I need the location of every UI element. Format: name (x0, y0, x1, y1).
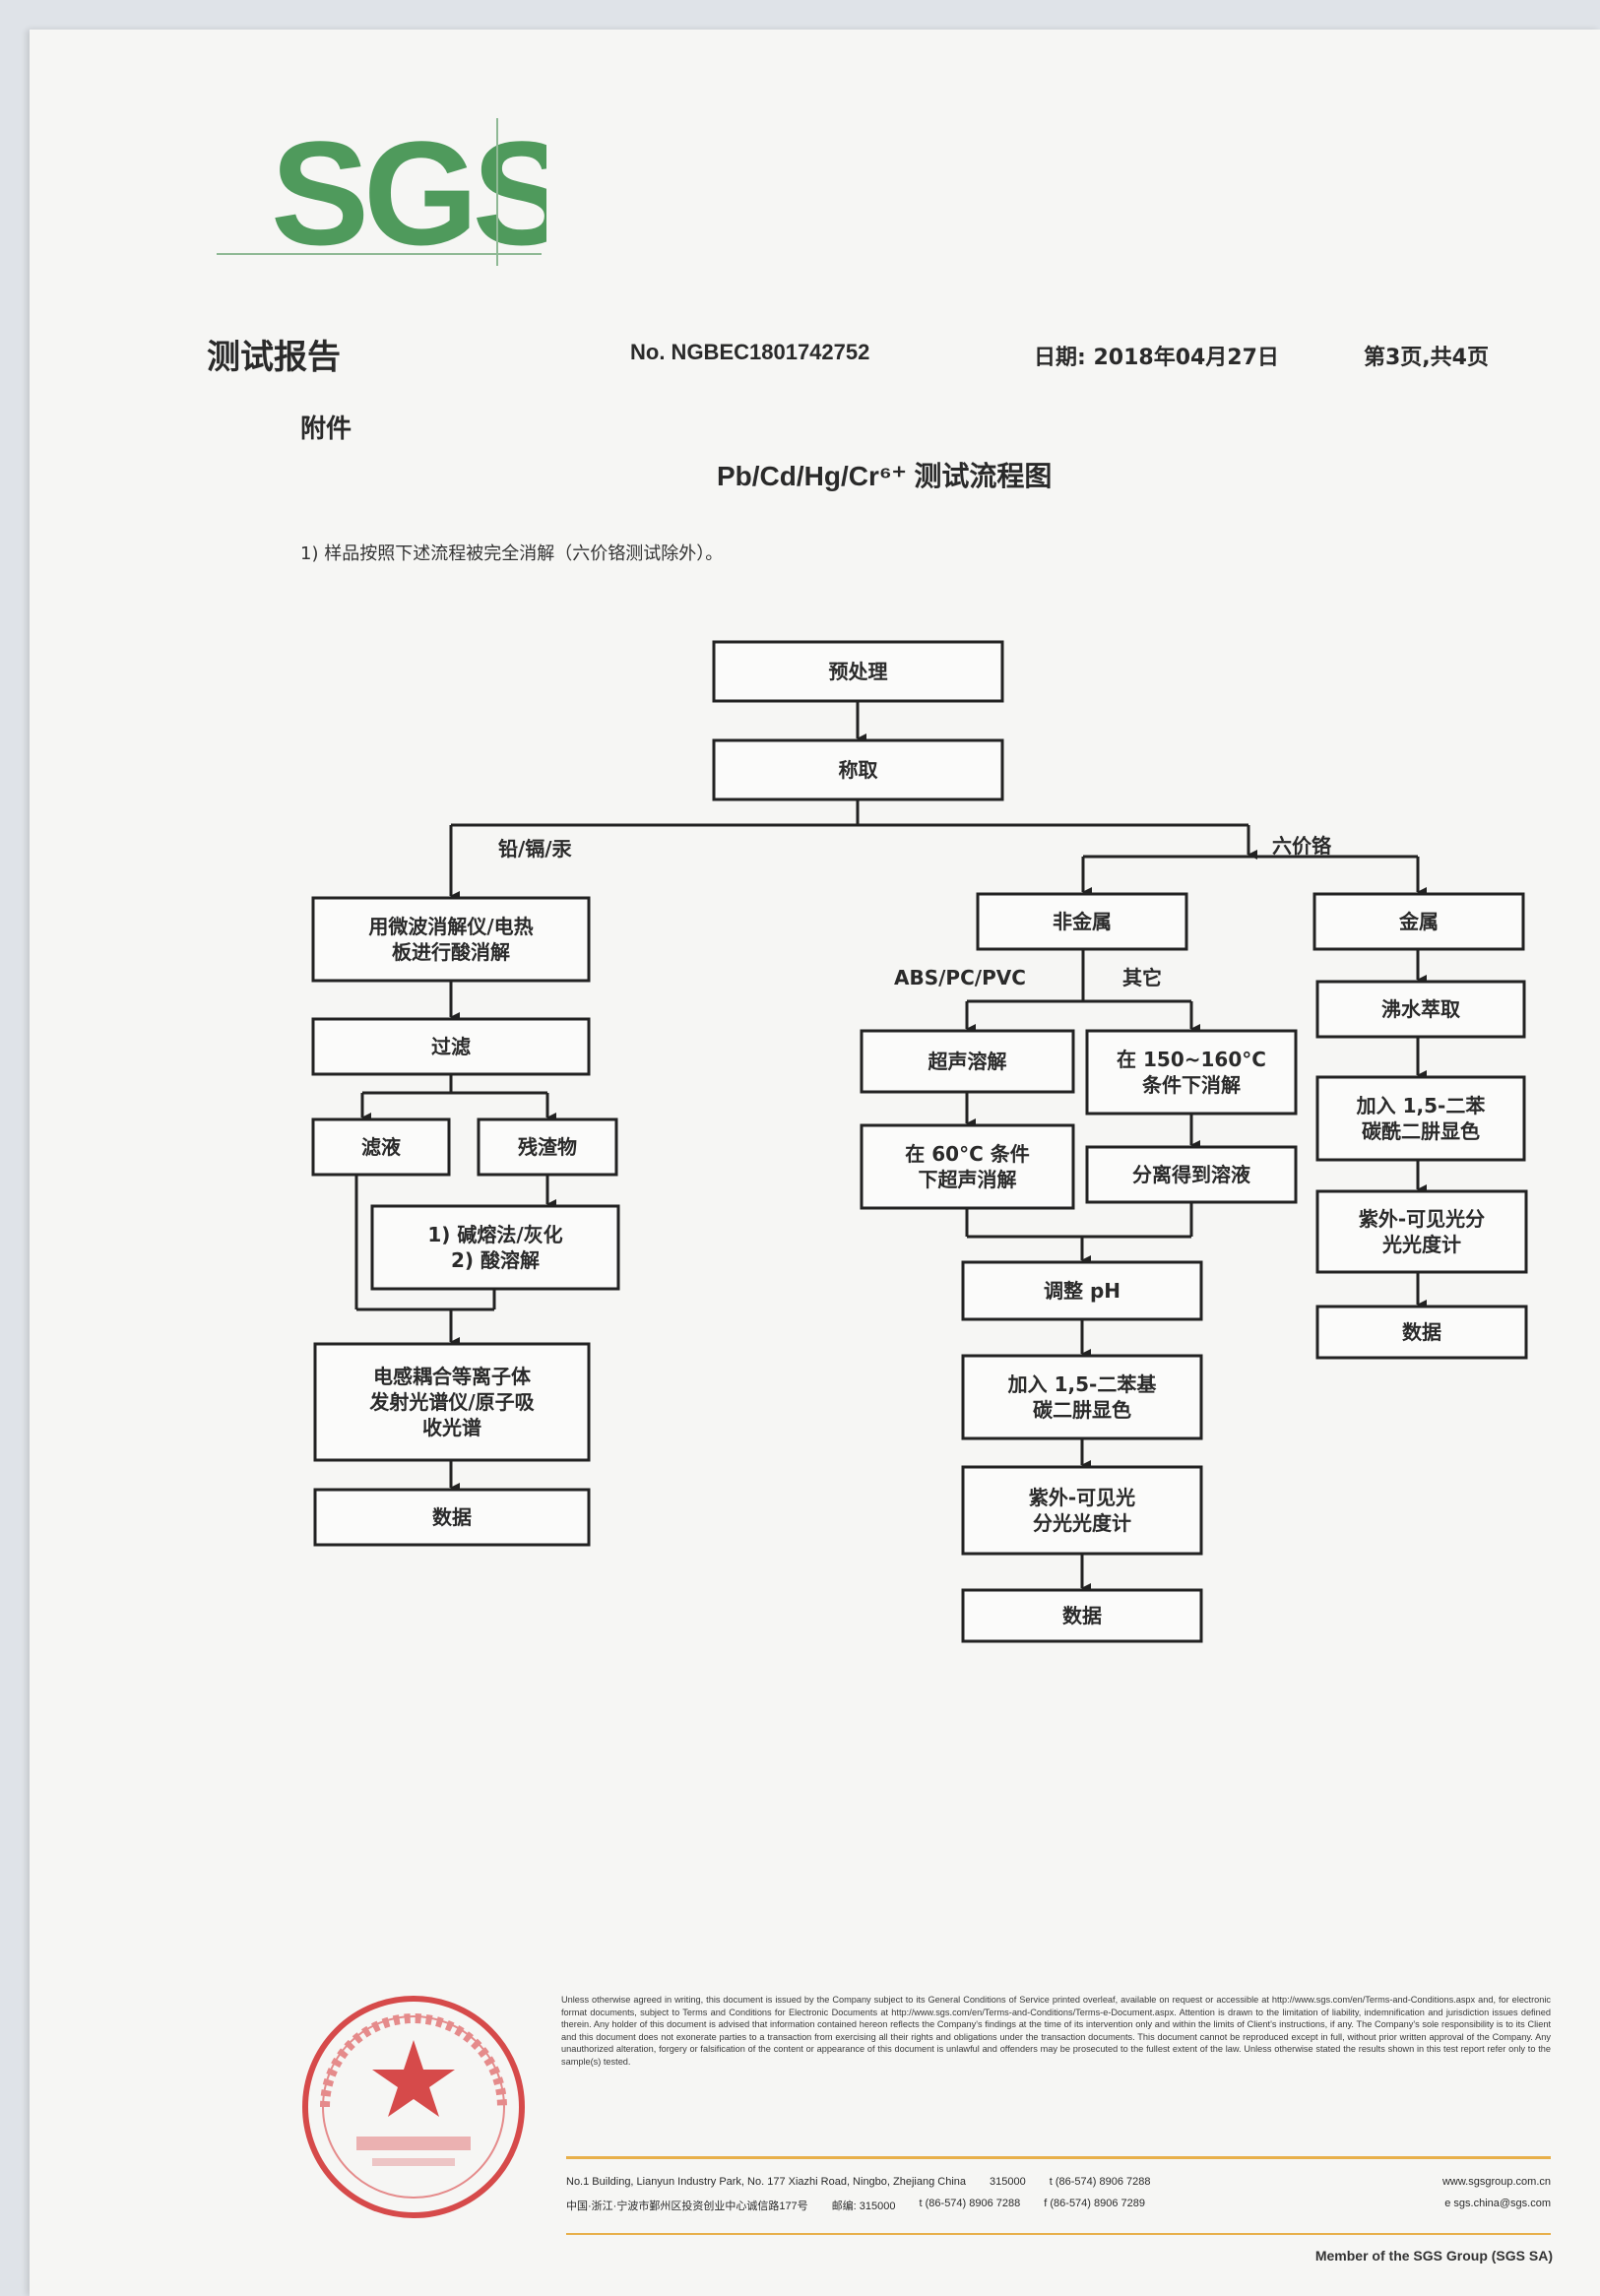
flow-node-text: 沸水萃取 (1381, 997, 1460, 1021)
branch-label-left: 铅/镉/汞 (498, 837, 573, 861)
flow-node-text: 过滤 (431, 1035, 471, 1058)
footer-line-en: No.1 Building, Lianyun Industry Park, No… (566, 2176, 1551, 2188)
member-line: Member of the SGS Group (SGS SA) (1314, 2248, 1553, 2264)
flow-node-text: 光光度计 (1381, 1233, 1461, 1256)
flow-node-text: 电感耦合等离子体 (373, 1365, 532, 1388)
flowchart-title: Pb/Cd/Hg/Cr⁶⁺ 测试流程图 (717, 461, 1053, 491)
flowchart-note: 1) 样品按照下述流程被完全消解（六价铬测试除外）。 (300, 543, 724, 564)
flow-node-ph: 调整 pH (961, 1260, 1203, 1321)
flow-node-text: 收光谱 (422, 1416, 481, 1439)
flow-node-text: 紫外-可见光 (1029, 1486, 1135, 1509)
flow-node-text: 数据 (432, 1505, 472, 1529)
flow-node-text: 预处理 (829, 660, 888, 683)
flow-node-text: 分光光度计 (1033, 1511, 1131, 1535)
flow-node-text: 称取 (839, 758, 878, 782)
flow-node-text: 超声溶解 (928, 1050, 1007, 1073)
footer-address: No.1 Building, Lianyun Industry Park, No… (566, 2176, 1551, 2223)
company-seal (302, 1996, 525, 2218)
flow-node-metal: 金属 (1312, 892, 1525, 951)
branch-label-other: 其它 (1122, 966, 1162, 989)
flow-node-text: 紫外-可见光分 (1359, 1207, 1485, 1231)
report-number: No. NGBEC1801742752 (630, 340, 870, 364)
footer-rule (566, 2156, 1551, 2159)
flow-node-text: 发射光谱仪/原子吸 (368, 1390, 535, 1414)
flow-node-nonmetal: 非金属 (976, 892, 1188, 951)
flow-node-text: 非金属 (1053, 910, 1112, 933)
attachment-label: 附件 (300, 415, 352, 444)
flow-node-text: 用微波消解仪/电热 (368, 915, 533, 938)
flow-node-text: 加入 1,5-二苯 (1356, 1094, 1486, 1117)
flow-node-data-right: 数据 (1315, 1305, 1528, 1360)
report-title: 测试报告 (207, 338, 341, 377)
flow-node-text: 加入 1,5-二苯基 (1007, 1372, 1158, 1396)
flow-node-text: 条件下消解 (1142, 1073, 1241, 1097)
flow-node-separate: 分离得到溶液 (1085, 1145, 1298, 1204)
flow-node-prep: 预处理 (712, 640, 1004, 703)
flow-node-text: 在 60°C 条件 (905, 1142, 1029, 1166)
flow-node-residue: 残渣物 (477, 1117, 618, 1177)
flow-node-text: 碳二肼显色 (1033, 1398, 1131, 1422)
flow-node-text: 数据 (1402, 1320, 1441, 1344)
flow-node-text: 板进行酸消解 (392, 940, 510, 964)
footer-rule-bottom (566, 2233, 1551, 2235)
flow-node-text: 数据 (1062, 1604, 1102, 1627)
flow-node-ultrasonic: 超声溶解 (860, 1029, 1075, 1094)
flow-node-text: 下超声消解 (919, 1168, 1017, 1191)
sgs-logo: SGS (217, 110, 546, 276)
flow-node-filtrate: 滤液 (311, 1117, 451, 1177)
logo-text: SGS (271, 110, 546, 276)
flow-node-text: 金属 (1398, 910, 1439, 933)
report-date: 日期: 2018年04月27日 (1034, 346, 1279, 370)
report-page (30, 30, 1600, 2296)
flow-node-text: 调整 pH (1044, 1279, 1120, 1303)
flow-node-residue-treat: 1) 碱熔法/灰化2) 酸溶解 (370, 1204, 620, 1291)
legal-disclaimer: Unless otherwise agreed in writing, this… (561, 1995, 1551, 2067)
flow-node-text: 2) 酸溶解 (451, 1248, 540, 1272)
flow-node-weigh: 称取 (712, 738, 1004, 801)
seal-star-icon (372, 2040, 455, 2117)
flow-node-filter: 过滤 (311, 1017, 591, 1076)
flow-node-text: 在 150~160°C (1117, 1048, 1266, 1071)
flow-node-text: 残渣物 (518, 1135, 577, 1159)
page-count: 第3页,共4页 (1364, 346, 1489, 370)
flow-node-text: 分离得到溶液 (1132, 1163, 1251, 1186)
flow-node-text: 滤液 (361, 1135, 402, 1159)
branch-label-abs: ABS/PC/PVC (894, 966, 1026, 989)
flow-node-text: 碳酰二肼显色 (1362, 1119, 1480, 1143)
flow-node-boil: 沸水萃取 (1315, 980, 1526, 1039)
flow-node-data-left: 数据 (313, 1488, 591, 1547)
flow-node-data-mid: 数据 (961, 1588, 1203, 1643)
branch-label-right: 六价铬 (1272, 834, 1332, 858)
flow-node-text: 1) 碱熔法/灰化 (427, 1223, 562, 1246)
